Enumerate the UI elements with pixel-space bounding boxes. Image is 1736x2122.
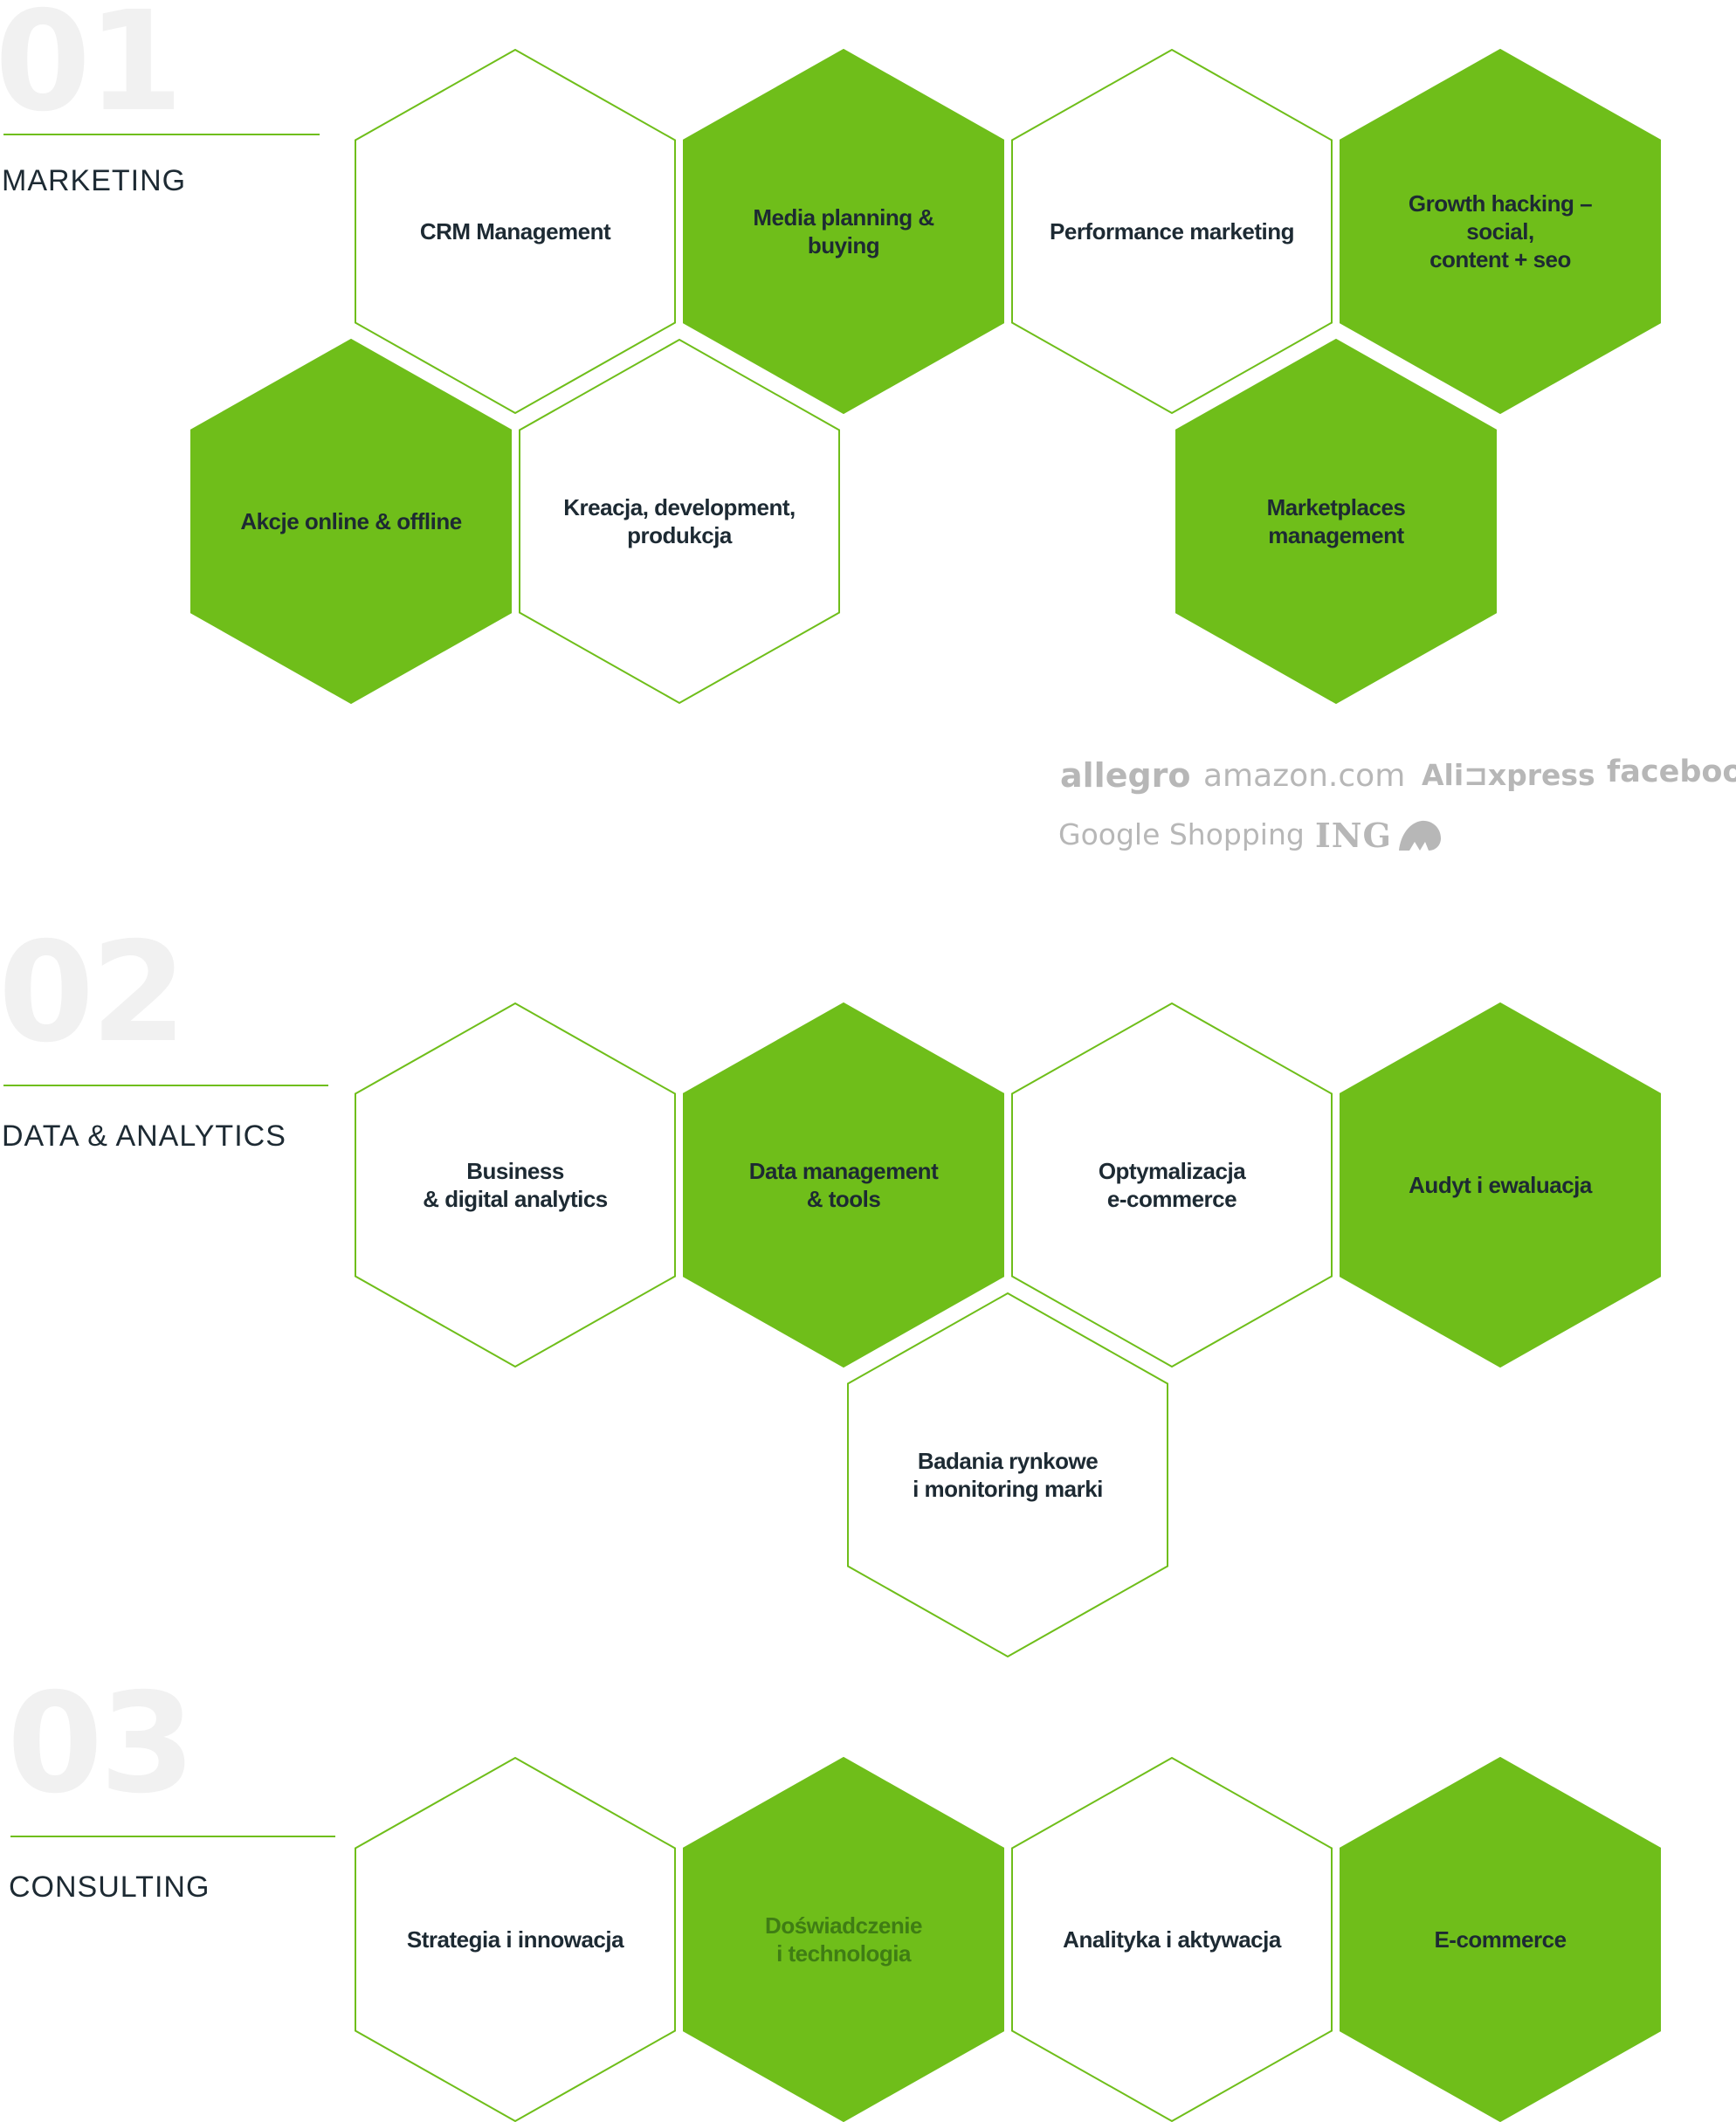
section-divider <box>3 1085 328 1086</box>
hexagon-shape <box>1340 49 1661 414</box>
hexagon-filled <box>190 339 512 704</box>
hexagon-shape <box>519 339 840 704</box>
hexagon-filled <box>683 1757 1004 2122</box>
hex-ecommerce[interactable]: E-commerce <box>1340 1757 1661 2122</box>
hexagon-outline <box>847 1292 1168 1657</box>
section-divider <box>3 134 320 135</box>
hexagon-outline <box>1011 1002 1333 1368</box>
logo-google-shopping: Google Shopping <box>1058 817 1305 851</box>
hex-growth-hacking[interactable]: Growth hacking – social, content + seo <box>1340 49 1661 414</box>
hexagon-filled <box>1340 1757 1661 2122</box>
hex-badania-rynkowe[interactable]: Badania rynkowe i monitoring marki <box>847 1292 1168 1657</box>
hex-marketplaces-management[interactable]: Marketplaces management <box>1175 339 1497 704</box>
hexagon-shape <box>1175 339 1497 704</box>
section-number-02: 02 <box>0 913 187 1073</box>
hex-label: Akcje online & offline <box>240 508 462 534</box>
hex-label: Data management & tools <box>748 1158 939 1212</box>
hex-data-management-tools[interactable]: Data management & tools <box>683 1002 1004 1368</box>
hex-analityka-aktywacja[interactable]: Analityka i aktywacja <box>1011 1757 1333 2122</box>
hex-label: Business & digital analytics <box>423 1158 608 1212</box>
hexagon-shape <box>355 49 676 414</box>
hexagon-shape <box>847 1292 1168 1657</box>
section-title-marketing: MARKETING <box>2 164 187 197</box>
hex-label: Kreacja, development, produkcja <box>563 494 796 548</box>
hex-kreacja-development[interactable]: Kreacja, development, produkcja <box>519 339 840 704</box>
hexagon-filled <box>683 49 1004 414</box>
section-title-data-analytics: DATA & ANALYTICS <box>2 1120 286 1153</box>
hex-label: Badania rynkowe i monitoring marki <box>913 1448 1103 1502</box>
logo-aliexpress: Ali⊐xpress <box>1422 758 1595 792</box>
hex-label: Media planning & buying <box>753 204 934 258</box>
hexagon-outline <box>1011 1757 1333 2122</box>
hexagon-outline <box>355 1757 676 2122</box>
hexagon-outline <box>519 339 840 704</box>
logo-amazon: amazon.com <box>1203 758 1406 794</box>
hex-performance-marketing[interactable]: Performance marketing <box>1011 49 1333 414</box>
hexagon-shape <box>1340 1757 1661 2122</box>
logo-ing: ING <box>1315 816 1392 855</box>
hexagon-shape <box>683 1002 1004 1368</box>
hexagon-shape <box>683 1757 1004 2122</box>
hexagon-outline <box>1011 49 1333 414</box>
hex-label: Growth hacking – social, content + seo <box>1408 190 1593 272</box>
hexagon-outline <box>355 49 676 414</box>
hexagon-outline <box>355 1002 676 1368</box>
hexagon-filled <box>683 1002 1004 1368</box>
hexagon-shape <box>683 49 1004 414</box>
hexagon-shape <box>1011 49 1333 414</box>
hex-akcje-online-offline[interactable]: Akcje online & offline <box>190 339 512 704</box>
hexagon-shape <box>1011 1757 1333 2122</box>
hex-label: Audyt i ewaluacja <box>1409 1172 1592 1198</box>
hex-label: E-commerce <box>1434 1926 1567 1953</box>
hexagon-shape <box>355 1002 676 1368</box>
hex-label: Strategia i innowacja <box>406 1926 624 1953</box>
hexagon-shape <box>1011 1002 1333 1368</box>
hex-optymalizacja-ecommerce[interactable]: Optymalizacja e-commerce <box>1011 1002 1333 1368</box>
hex-label: Performance marketing <box>1050 218 1294 245</box>
hex-doswiadczenie-technologia[interactable]: Doświadczenie i technologia <box>683 1757 1004 2122</box>
hex-strategia-innowacja[interactable]: Strategia i innowacja <box>355 1757 676 2122</box>
hex-media-planning[interactable]: Media planning & buying <box>683 49 1004 414</box>
hex-label: CRM Management <box>419 218 611 245</box>
section-divider <box>10 1836 335 1837</box>
hexagon-shape <box>355 1757 676 2122</box>
logo-allegro: allegro <box>1060 756 1191 795</box>
section-number-01: 01 <box>0 0 183 142</box>
partner-logos: allegro amazon.com Ali⊐xpress facebook G… <box>1057 753 1736 858</box>
hexagon-shape <box>190 339 512 704</box>
hex-business-digital-analytics[interactable]: Business & digital analytics <box>355 1002 676 1368</box>
hex-label: Doświadczenie i technologia <box>765 1912 922 1967</box>
section-title-consulting: CONSULTING <box>9 1871 210 1904</box>
hex-label: Marketplaces management <box>1266 494 1406 548</box>
logo-facebook: facebook <box>1607 754 1736 789</box>
hexagon-filled <box>1175 339 1497 704</box>
hexagon-filled <box>1340 1002 1661 1368</box>
hex-crm-management[interactable]: CRM Management <box>355 49 676 414</box>
section-number-03: 03 <box>7 1664 196 1824</box>
hex-audyt-ewaluacja[interactable]: Audyt i ewaluacja <box>1340 1002 1661 1368</box>
hexagon-shape <box>1340 1002 1661 1368</box>
hex-label: Optymalizacja e-commerce <box>1098 1158 1246 1212</box>
lion-icon <box>1399 820 1441 851</box>
hexagon-filled <box>1340 49 1661 414</box>
hex-label: Analityka i aktywacja <box>1063 1926 1281 1953</box>
